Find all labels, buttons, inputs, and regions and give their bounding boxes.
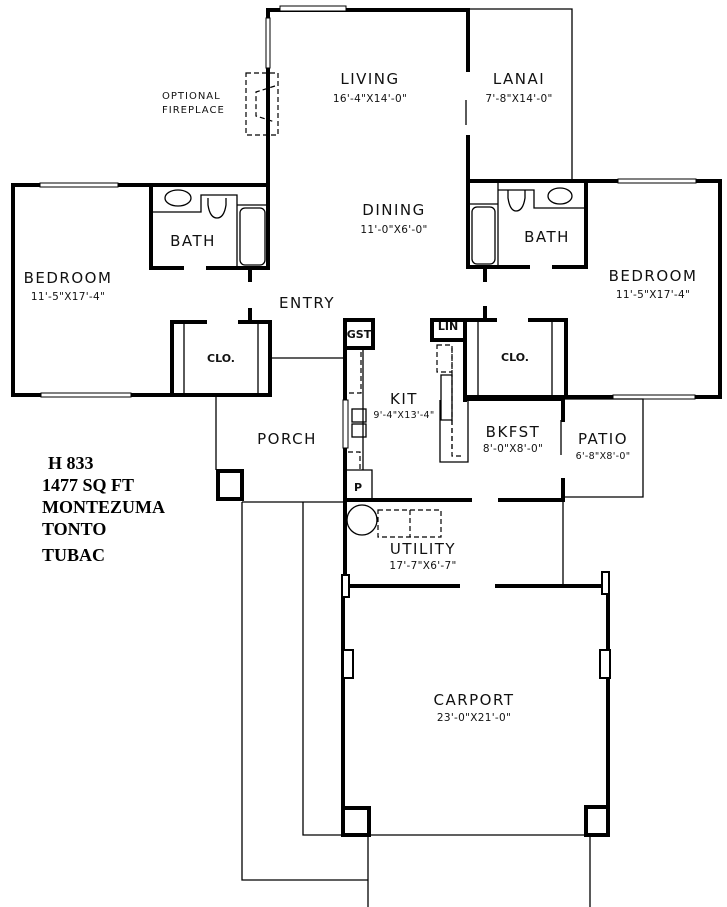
bath-right-walls — [466, 179, 588, 282]
lanai-dims: 7'-8"X14'-0" — [485, 93, 552, 105]
linen-and-counter — [430, 318, 469, 463]
bath-left-label: BATH — [170, 232, 216, 250]
lanai-label: LANAI — [493, 70, 545, 88]
bedroom-left-label: BEDROOM — [24, 269, 113, 287]
living-label: LIVING — [340, 70, 399, 88]
fireplace-note-line2: FIREPLACE — [162, 105, 225, 116]
carport-dims: 23'-0"X21'-0" — [437, 712, 511, 724]
dining-label: DINING — [362, 201, 425, 219]
model-name: MONTEZUMA — [42, 497, 165, 517]
living-walls — [265, 5, 470, 187]
bedroom-left-dims: 11'-5"X17'-4" — [31, 291, 105, 303]
bedroom-right-label: BEDROOM — [609, 267, 698, 285]
carport-label: CARPORT — [433, 691, 514, 709]
kitchen-dims: 9'-4"X13'-4" — [373, 410, 434, 421]
bedroom-right-dims: 11'-5"X17'-4" — [616, 289, 690, 301]
fireplace-note-line1: OPTIONAL — [162, 91, 221, 102]
linen-closet-label: LIN — [438, 320, 458, 333]
guest-closet-label: GST — [347, 328, 372, 341]
lanai-walls — [468, 8, 573, 180]
patio-dims: 6'-8"X8'-0" — [576, 451, 631, 462]
bath-left-walls — [149, 183, 270, 282]
closet-right-walls — [466, 306, 568, 399]
patio-label: PATIO — [578, 430, 628, 448]
room-labels: LIVING 16'-4"X14'-0" LANAI 7'-8"X14'-0" … — [24, 70, 698, 724]
porch-label: PORCH — [257, 430, 317, 448]
utility-walls — [343, 498, 564, 587]
breakfast-dims: 8'-0"X8'-0" — [483, 443, 543, 455]
closet-left-label: CLO. — [207, 352, 235, 365]
pantry-label: P — [354, 481, 362, 494]
patio-walls — [563, 398, 644, 498]
plan-number: H 833 — [48, 453, 94, 473]
porch-walls — [215, 395, 368, 881]
bath-right-label: BATH — [524, 228, 570, 246]
plan-info-block: H 833 1477 SQ FT MONTEZUMA TONTO TUBAC — [42, 452, 165, 566]
bedroom-right-walls — [466, 178, 722, 400]
model-name: TUBAC — [42, 545, 106, 565]
model-name: TONTO — [42, 519, 107, 539]
breakfast-walls — [343, 397, 565, 502]
entry-label: ENTRY — [279, 294, 335, 312]
breakfast-label: BKFST — [486, 423, 541, 441]
dining-dims: 11'-0"X6'-0" — [360, 224, 427, 236]
carport-walls — [341, 571, 611, 907]
fireplace-icon — [245, 72, 279, 136]
plan-square-footage: 1477 SQ FT — [42, 475, 135, 495]
closet-left-walls — [170, 308, 272, 397]
utility-dims: 17'-7"X6'-7" — [389, 560, 456, 572]
closet-right-label: CLO. — [501, 351, 529, 364]
kitchen-label: KIT — [390, 390, 418, 408]
kitchen-walls — [342, 318, 375, 502]
utility-label: UTILITY — [390, 540, 456, 558]
living-dims: 16'-4"X14'-0" — [333, 93, 407, 105]
